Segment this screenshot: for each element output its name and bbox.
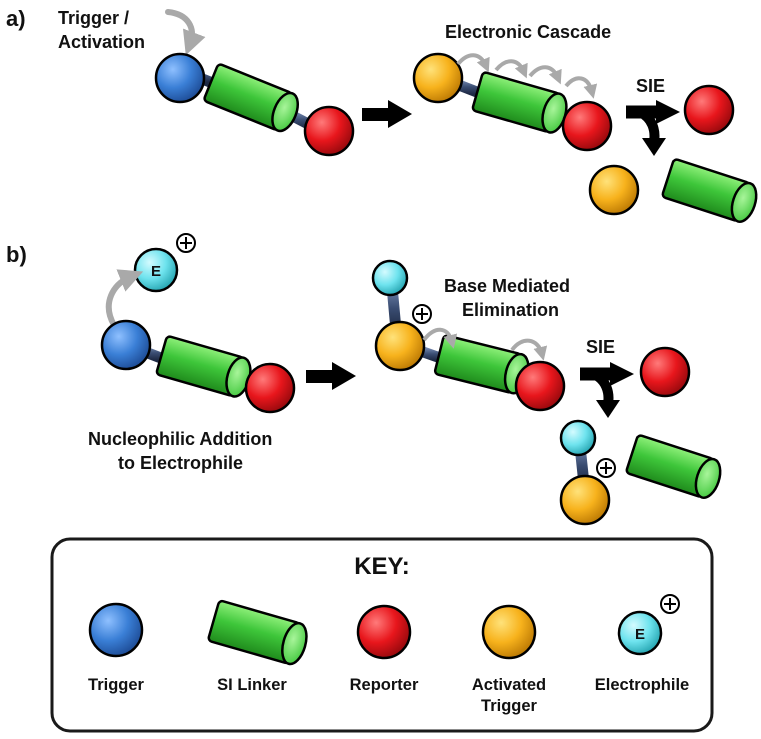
molecule-a2: [412, 52, 613, 152]
activated-trigger-ball: [559, 474, 611, 526]
key-label-reporter: Reporter: [350, 676, 419, 694]
reporter-ball: [303, 105, 355, 157]
key-label-activated-line2: Trigger: [481, 697, 538, 715]
released-activated-trigger-b: [559, 419, 616, 526]
panel-b-label: b): [6, 242, 27, 267]
nucleophilic-label-line1: Nucleophilic Addition: [88, 429, 272, 449]
elimination-arrow-2: [510, 338, 548, 361]
key-reporter-ball: [356, 604, 412, 660]
key-si-linker-cylinder: [207, 599, 308, 666]
activation-curved-arrow: [165, 9, 206, 56]
activated-trigger-ball: [412, 52, 464, 104]
key-title: KEY:: [354, 553, 410, 580]
sie-label-a: SIE: [636, 76, 665, 96]
key-label-si-linker: SI Linker: [217, 676, 287, 694]
nucleophilic-label-line2: to Electrophile: [118, 453, 243, 473]
electrophile-letter: E: [151, 263, 161, 280]
released-reporter-ball-a: [683, 84, 735, 136]
released-activated-trigger-a: [588, 164, 640, 216]
released-si-linker-b: [625, 434, 722, 499]
si-linker-cylinder: [155, 335, 252, 398]
key-trigger-ball: [88, 602, 144, 658]
positive-charge-icon: [412, 304, 432, 324]
positive-charge-icon: [176, 233, 196, 253]
reporter-ball: [244, 362, 296, 414]
sie-label-b: SIE: [586, 337, 615, 357]
molecule-b1: [100, 319, 296, 414]
cascade-arrow-1: [456, 53, 490, 73]
trigger-activation-label-line2: Activation: [58, 32, 145, 52]
key-activated-trigger-ball: [481, 604, 537, 660]
reporter-ball: [561, 100, 613, 152]
trigger-activation-label-line1: Trigger /: [58, 8, 129, 28]
cascade-arrow-2: [494, 59, 528, 79]
molecule-b2: [371, 259, 566, 412]
cascade-arrow-3: [528, 65, 562, 85]
reporter-ball: [514, 360, 566, 412]
positive-charge-icon: [596, 458, 616, 478]
bound-electrophile-ball: [371, 259, 409, 297]
sie-split-arrow-b: [580, 362, 634, 418]
key-label-trigger: Trigger: [88, 676, 145, 694]
key-electrophile-letter: E: [635, 626, 645, 643]
molecule-a1: [154, 52, 355, 157]
base-mediated-label-line2: Elimination: [462, 300, 559, 320]
si-linker-cylinder: [471, 71, 568, 134]
key-positive-charge-icon: [660, 594, 680, 614]
reaction-arrow-b: [306, 362, 356, 390]
si-linker-cylinder: [203, 63, 299, 133]
elimination-arrow-1: [422, 327, 458, 349]
bound-electrophile-ball: [559, 419, 597, 457]
trigger-ball: [154, 52, 206, 104]
trigger-ball: [100, 319, 152, 371]
cascade-arrow-4: [564, 76, 598, 99]
electronic-cascade-label: Electronic Cascade: [445, 22, 611, 42]
key-electrophile-ball: [617, 610, 663, 656]
nucleophilic-attack-arrow: [105, 269, 144, 328]
released-si-linker-a: [661, 158, 758, 223]
released-reporter-ball-b: [639, 346, 691, 398]
key-label-electrophile: Electrophile: [595, 676, 689, 694]
activated-trigger-ball: [374, 320, 426, 372]
base-mediated-label-line1: Base Mediated: [444, 276, 570, 296]
key-label-activated-line1: Activated: [472, 676, 546, 694]
reaction-arrow-a: [362, 100, 412, 128]
panel-a-label: a): [6, 6, 26, 31]
sie-split-arrow-a: [626, 100, 680, 156]
